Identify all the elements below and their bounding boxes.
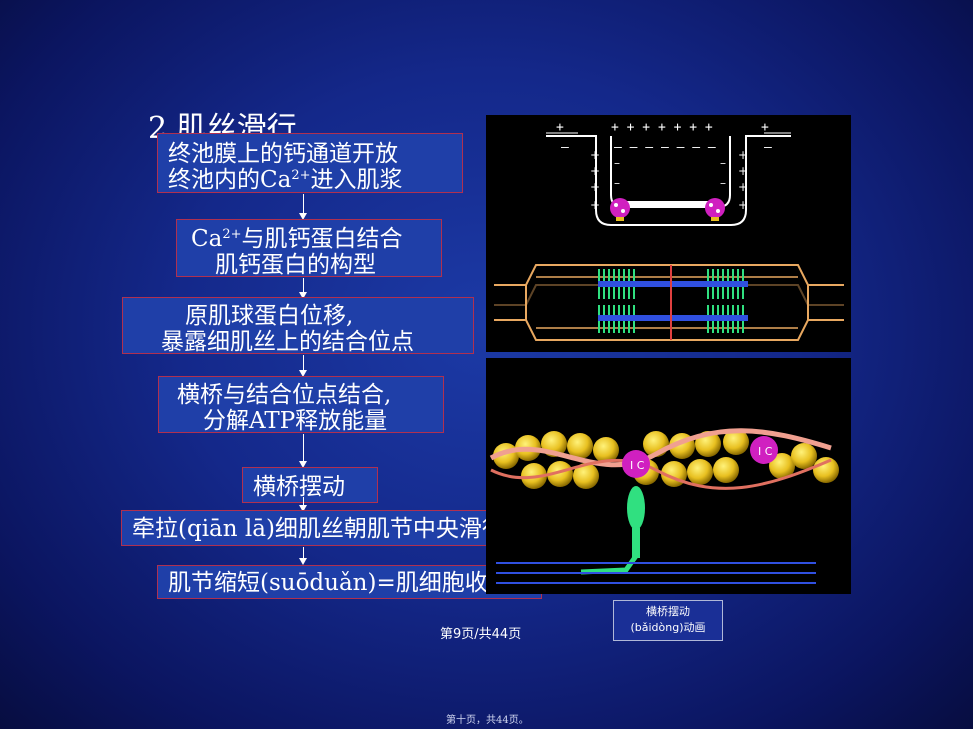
arrow-down-icon — [299, 434, 307, 468]
myosin-head — [580, 486, 645, 575]
footer-text: 第十页，共44页。 — [446, 715, 529, 726]
svg-text:+: + — [590, 164, 600, 178]
svg-text:+: + — [738, 164, 748, 178]
arrow-down-icon — [299, 194, 307, 220]
svg-text:–: – — [614, 176, 620, 190]
cross-bridge-diagram: I C I C — [486, 358, 851, 594]
step-2-box: Ca2+与肌钙蛋白结合 肌钙蛋白的构型 — [176, 219, 442, 278]
caption-line-1: 横桥摆动 — [646, 605, 690, 618]
step-7-box: 肌节缩短(suōduǎn)=肌细胞收缩 — [157, 565, 542, 599]
step-3-line-2: 暴露细肌丝上的结合位点 — [161, 329, 414, 355]
svg-text:+: + — [738, 198, 748, 212]
plus-signs-top: + — [556, 120, 564, 135]
svg-text:–: – — [561, 140, 569, 155]
step-4-line-2: 分解ATP释放能量 — [203, 408, 388, 434]
svg-text:I C: I C — [758, 445, 773, 458]
troponin-marker: I C — [750, 436, 778, 464]
troponin-marker: I C — [622, 450, 650, 478]
arrow-down-icon — [299, 355, 307, 377]
sarcomere-diagram-svg: + + + + + + + + + – – – – – – – – – + + … — [494, 120, 844, 341]
svg-text:+: + — [738, 180, 748, 194]
animation-caption-button[interactable]: 横桥摆动 (bǎidòng)动画 — [613, 600, 723, 641]
svg-text:+: + — [590, 198, 600, 212]
plus-signs-top: + + + + + + + — [611, 120, 713, 135]
svg-text:+: + — [590, 180, 600, 194]
step-3-box: 原肌球蛋白位移, 暴露细肌丝上的结合位点 — [122, 297, 474, 355]
step-5-line-1: 横桥摆动 — [253, 474, 345, 500]
cross-bridge-diagram-svg: I C I C — [489, 428, 839, 584]
plus-signs-top: + — [761, 120, 769, 135]
arrow-down-icon — [299, 278, 307, 299]
caption-line-2: (bǎidòng)动画 — [630, 621, 706, 634]
step-5-box: 横桥摆动 — [242, 467, 378, 503]
svg-text:+: + — [590, 148, 600, 162]
svg-text:–: – — [720, 176, 726, 190]
step-1-line-1: 终池膜上的钙通道开放 — [168, 141, 398, 167]
ca-pool-right — [705, 198, 725, 218]
actin-filament — [489, 428, 839, 490]
svg-text:+: + — [738, 148, 748, 162]
arrow-down-icon — [299, 497, 307, 512]
step-1-box: 终池膜上的钙通道开放 终池内的Ca2+进入肌浆 — [157, 133, 463, 193]
sarcomere — [494, 264, 844, 341]
svg-text:I C: I C — [630, 459, 645, 472]
step-3-line-1: 原肌球蛋白位移, — [185, 303, 354, 329]
ca-pool-left — [610, 198, 630, 218]
svg-text:–: – — [614, 156, 620, 170]
step-4-line-1: 横桥与结合位点结合, — [177, 382, 392, 408]
step-6-line-1: 牵拉(qiān lā)细肌丝朝肌节中央滑行 — [132, 516, 505, 542]
step-4-box: 横桥与结合位点结合, 分解ATP释放能量 — [158, 376, 444, 434]
step-2-line-2: 肌钙蛋白的构型 — [215, 252, 376, 278]
svg-text:–: – — [764, 140, 772, 155]
svg-text:–: – — [720, 156, 726, 170]
arrow-down-icon — [299, 547, 307, 565]
page-number: 第9页/共44页 — [440, 627, 522, 642]
sarcomere-diagram: + + + + + + + + + – – – – – – – – – + + … — [486, 115, 851, 352]
svg-text:– – – – – – –: – – – – – – – — [614, 140, 716, 155]
step-2-line-1: Ca2+与肌钙蛋白结合 — [191, 226, 403, 252]
step-7-line-1: 肌节缩短(suōduǎn)=肌细胞收缩 — [168, 570, 511, 596]
step-1-line-2: 终池内的Ca2+进入肌浆 — [168, 167, 403, 193]
